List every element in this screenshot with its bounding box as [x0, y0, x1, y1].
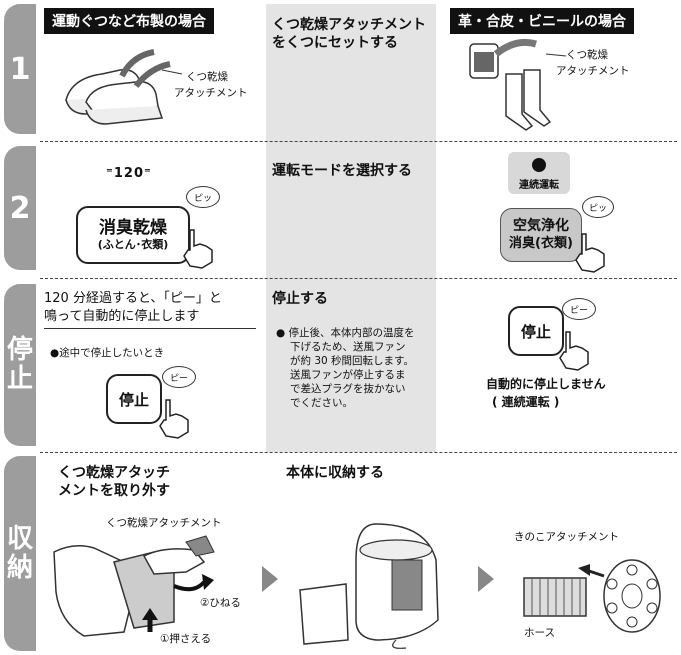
- boot-attachment-label-1: くつ乾燥: [566, 49, 608, 61]
- beep-bubble: ピッ: [582, 196, 614, 218]
- air-purify-label: 空気浄化: [513, 218, 569, 234]
- stop-midway-note: ●途中で停止したいとき: [50, 347, 165, 359]
- step-label: 1: [9, 51, 31, 87]
- row1-mid-title-line2: をくつにセットする: [272, 35, 398, 51]
- pointing-hand-icon: [159, 399, 189, 439]
- twist-label: ②ひねる: [200, 597, 241, 609]
- auto-stop-title-line1: 120 分経過すると、「ピー」と: [44, 291, 222, 306]
- boots-dryer-illustration: [469, 38, 567, 131]
- sneakers-illustration: [65, 49, 183, 125]
- fabric-shoes-header: 運動ぐつなど布製の場合: [44, 8, 214, 34]
- row-separator: [40, 452, 677, 453]
- stop-button-label: 停止: [520, 322, 551, 341]
- fan-note-line6: でください。: [290, 397, 353, 409]
- row4-mid-title: 本体に収納する: [286, 465, 384, 481]
- shoe-attachment-label-2: アタッチメント: [174, 87, 248, 99]
- auto-stop-title: 120 分経過すると、「ピー」と 鳴って自動的に停止します: [44, 290, 256, 329]
- display-rays-right: ⁼: [144, 166, 152, 181]
- stop-button-label: 停止: [118, 390, 149, 409]
- step-tab-store: 収 納: [4, 456, 36, 651]
- step-tab-2: 2: [4, 146, 36, 270]
- press-label: ①押さえる: [160, 633, 212, 645]
- air-purify-button[interactable]: 空気浄化 消臭(衣類): [500, 208, 582, 262]
- step-label-1: 停: [6, 335, 33, 366]
- fan-note-line1: ● 停止後、本体内部の温度を: [276, 327, 415, 339]
- timer-display-value: 120: [113, 166, 145, 181]
- middle-column-background: [266, 4, 436, 452]
- shoe-attachment-label-1: くつ乾燥: [186, 71, 228, 83]
- row1-mid-title-line1: くつ乾燥アタッチメント: [272, 17, 426, 33]
- stop-button-right[interactable]: 停止: [508, 306, 564, 356]
- auto-stop-title-line2: 鳴って自動的に停止します: [44, 309, 200, 324]
- fan-note-line4: 送風ファンが停止するま: [290, 369, 406, 381]
- no-auto-stop-line1: 自動的に停止しません: [486, 377, 606, 391]
- step-label-2: 止: [6, 364, 33, 394]
- mushroom-attachment-label: きのこアタッチメント: [514, 531, 619, 543]
- row-separator: [40, 278, 677, 279]
- remove-attachment-title-line2: メントを取り外す: [58, 483, 170, 499]
- boot-attachment-label-2: アタッチメント: [556, 65, 630, 77]
- deodorize-dry-button[interactable]: 消臭乾燥 (ふとん･衣類): [76, 206, 190, 264]
- step-tab-stop: 停 止: [4, 284, 36, 446]
- beep-bubble: ピッ: [186, 186, 220, 208]
- fan-note-line5: で差込プラグを抜かない: [290, 383, 406, 395]
- deodorize-dry-label: 消臭乾燥: [99, 218, 167, 238]
- no-auto-stop-line2: ( 連続運転 ): [492, 395, 560, 409]
- row2-mid-title: 運転モードを選択する: [272, 163, 412, 179]
- shoe-attachment-label: くつ乾燥アタッチメント: [106, 517, 222, 529]
- stop-button-left[interactable]: 停止: [106, 374, 162, 424]
- step-label: 2: [9, 190, 31, 226]
- fan-note-line2: 下げるため、送風ファン: [290, 341, 406, 353]
- pointing-hand-icon: [559, 331, 589, 371]
- row3-mid-title: 停止する: [272, 291, 328, 307]
- indicator-lamp-icon: [532, 158, 546, 172]
- air-purify-sublabel: 消臭(衣類): [509, 236, 573, 251]
- store-in-unit-illustration: [299, 523, 439, 649]
- hose-label: ホース: [524, 627, 555, 639]
- step-label-1: 収: [6, 523, 33, 554]
- deodorize-dry-sublabel: (ふとん･衣類): [97, 238, 169, 251]
- fan-note-line3: が約 30 秒間回転します。: [290, 355, 414, 367]
- display-rays-left: ⁼: [106, 166, 114, 181]
- pointing-hand-icon: [575, 233, 605, 273]
- hose-and-mushroom-attachment-illustration: [523, 559, 661, 633]
- step-label-2: 納: [6, 552, 33, 583]
- timer-display: ⁼120⁼: [106, 166, 152, 181]
- row-separator: [40, 141, 677, 142]
- hands-removing-attachment-illustration: [53, 535, 215, 637]
- beep-long-bubble: ピー: [562, 298, 596, 320]
- continuous-indicator: 連続運転: [508, 152, 570, 194]
- next-step-arrow-icon: [262, 566, 278, 592]
- leather-shoes-header: 革・合皮・ビニールの場合: [450, 8, 634, 34]
- next-step-arrow-icon: [478, 566, 494, 592]
- pointing-hand-icon: [183, 229, 213, 269]
- remove-attachment-title-line1: くつ乾燥アタッチ: [58, 465, 170, 481]
- beep-long-bubble: ピー: [162, 366, 196, 388]
- continuous-indicator-label: 連続運転: [519, 180, 559, 191]
- step-tab-1: 1: [4, 4, 36, 134]
